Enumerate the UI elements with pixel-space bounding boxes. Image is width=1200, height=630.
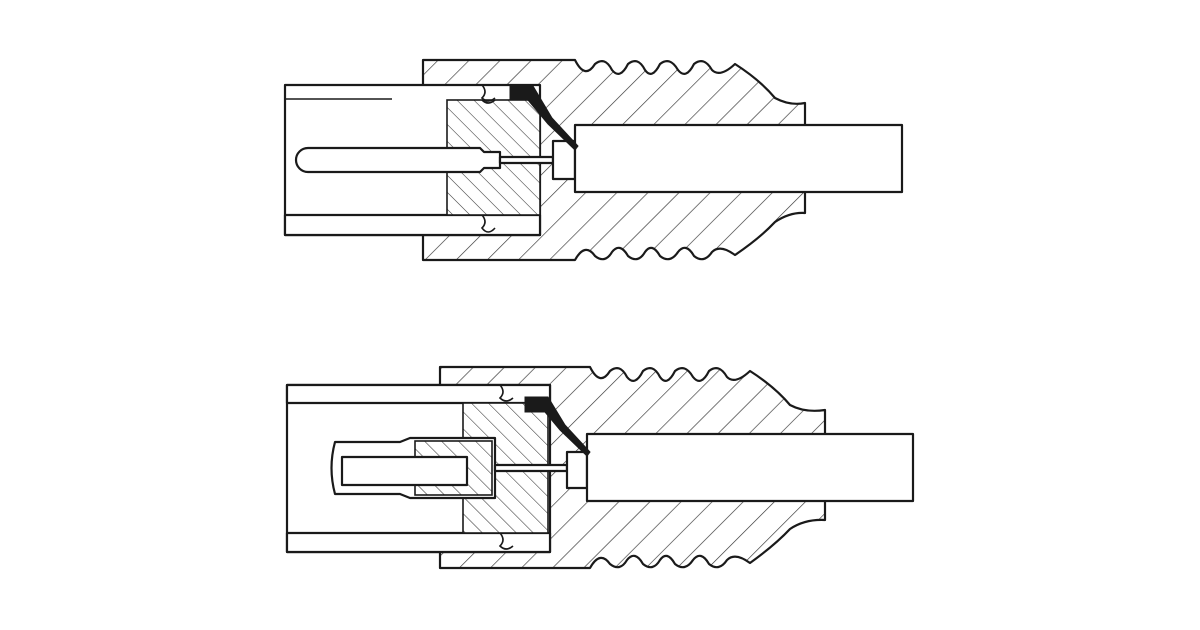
plug-cable [573, 123, 904, 194]
jack-notch-top [498, 384, 514, 402]
jack-notch-bottom [498, 532, 514, 550]
jack-wire-crimp [565, 450, 589, 490]
jack-figure [285, 365, 915, 570]
plug-notch-top [480, 84, 496, 104]
plug-sleeve-bottom [283, 213, 542, 237]
jack-center-wire [493, 463, 569, 473]
jack-sleeve-top [285, 383, 552, 405]
jack-socket-bore [340, 455, 469, 487]
plug-figure [283, 58, 904, 262]
plug-center-wire [498, 155, 555, 165]
plug-seal [509, 85, 579, 151]
jack-seal [524, 396, 591, 457]
jack-cable [585, 432, 915, 503]
plug-notch-bottom [480, 214, 496, 233]
jack-sleeve-bottom [285, 531, 552, 554]
plug-pin [294, 146, 502, 174]
